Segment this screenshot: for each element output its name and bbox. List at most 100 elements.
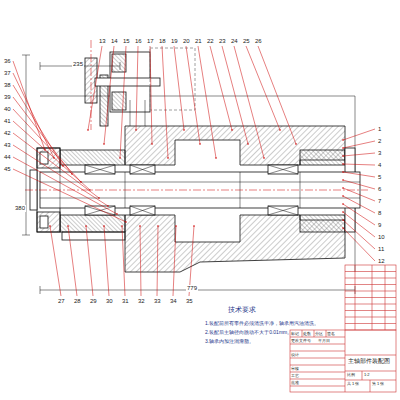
leader-line: [13, 157, 117, 214]
leader-line: [343, 180, 375, 189]
callout-number: 34: [170, 298, 177, 305]
callout-number: 41: [4, 118, 11, 125]
leader-dot: [62, 165, 64, 167]
note-text: 1.装配前所有零件必须清洗干净，轴承用汽油清洗。: [205, 321, 319, 327]
callout-number: 26: [255, 38, 262, 45]
callout-number: 36: [4, 58, 11, 65]
title-block-text: 年月日: [318, 339, 330, 344]
leader-line: [104, 46, 114, 144]
leader-line: [122, 226, 125, 296]
title-block-text: 签名: [327, 332, 335, 337]
leader-dot: [295, 143, 297, 145]
callout-number: 16: [135, 38, 142, 45]
leader-dot: [121, 225, 123, 227]
leader-dot: [247, 143, 249, 145]
leader-dot: [263, 157, 265, 159]
leader-dot: [151, 143, 153, 145]
callout-number: 5: [378, 174, 381, 181]
leader-dot: [49, 225, 51, 227]
leader-dot: [167, 157, 169, 159]
leader-line: [222, 46, 248, 144]
leader-line: [86, 226, 93, 296]
leader-line: [210, 46, 232, 130]
title-block-text: 审核: [291, 367, 299, 372]
leader-line: [173, 226, 176, 296]
leader-line: [13, 97, 72, 174]
leader-line: [13, 109, 81, 182]
callout-number: 8: [378, 210, 381, 217]
title-block-text: 比例: [347, 373, 355, 378]
leader-dot: [342, 203, 344, 205]
title-block-text: 批准: [291, 381, 299, 386]
callout-number: 24: [231, 38, 238, 45]
leader-line: [234, 46, 264, 158]
callout-number: 39: [4, 94, 11, 101]
callout-number: 15: [123, 38, 130, 45]
title-block-text: 更改文件号: [291, 339, 311, 344]
title-block-text: 处数: [303, 332, 311, 337]
leader-line: [88, 46, 102, 130]
callout-number: 17: [147, 38, 154, 45]
leader-line: [343, 164, 375, 165]
callout-number: 22: [207, 38, 214, 45]
callout-number: 6: [378, 186, 381, 193]
leader-line: [136, 46, 138, 130]
leader-line: [13, 169, 126, 222]
leader-line: [50, 226, 61, 296]
callout-number: 44: [4, 154, 11, 161]
leader-dot: [215, 157, 217, 159]
leader-dot: [342, 195, 344, 197]
leader-dot: [342, 211, 344, 213]
leader-dot: [342, 219, 344, 221]
title-block-text: 1:2: [364, 373, 370, 378]
callout-number: 32: [138, 298, 145, 305]
callout-number: 43: [4, 142, 11, 149]
leader-dot: [342, 171, 344, 173]
leader-dot: [135, 129, 137, 131]
callout-number: 27: [58, 298, 65, 305]
leader-line: [162, 46, 168, 158]
callout-number: 1: [378, 126, 381, 133]
leader-line: [13, 133, 99, 198]
title-block-text: 第 1 张: [372, 382, 384, 387]
leader-dot: [342, 227, 344, 229]
leader-dot: [157, 225, 159, 227]
callout-number: 31: [122, 298, 129, 305]
note-text: 3.轴承内加注润滑脂。: [205, 339, 254, 345]
callout-number: 20: [183, 38, 190, 45]
leader-line: [343, 228, 375, 261]
dimension-text: 235: [72, 61, 84, 68]
callout-number: 38: [4, 82, 11, 89]
callout-number: 40: [4, 106, 11, 113]
leader-dot: [53, 157, 55, 159]
leader-dot: [71, 173, 73, 175]
leader-dot: [67, 225, 69, 227]
leader-dot: [193, 225, 195, 227]
callout-number: 29: [90, 298, 97, 305]
callout-number: 21: [195, 38, 202, 45]
leader-line: [174, 46, 184, 130]
leader-line: [198, 46, 216, 158]
callout-number: 11: [378, 246, 384, 253]
leader-dot: [87, 129, 89, 131]
dimension-text: 779: [186, 285, 198, 292]
leader-dot: [342, 155, 344, 157]
title-block-text: 分区: [315, 332, 323, 337]
leader-dot: [80, 181, 82, 183]
leader-line: [13, 121, 90, 190]
title-block: [290, 265, 396, 392]
callout-number: 25: [243, 38, 250, 45]
leader-line: [186, 46, 200, 144]
note-text: 2.装配后主轴径向跳动不大于0.01mm。: [205, 330, 292, 336]
callout-number: 37: [4, 70, 11, 77]
callout-number: 7: [378, 198, 381, 205]
leader-line: [343, 188, 375, 201]
notes-heading: 技术要求: [228, 306, 256, 314]
leader-line: [68, 226, 77, 296]
callout-number: 3: [378, 150, 381, 157]
callout-number: 42: [4, 130, 11, 137]
leader-line: [157, 226, 158, 296]
leader-dot: [342, 139, 344, 141]
